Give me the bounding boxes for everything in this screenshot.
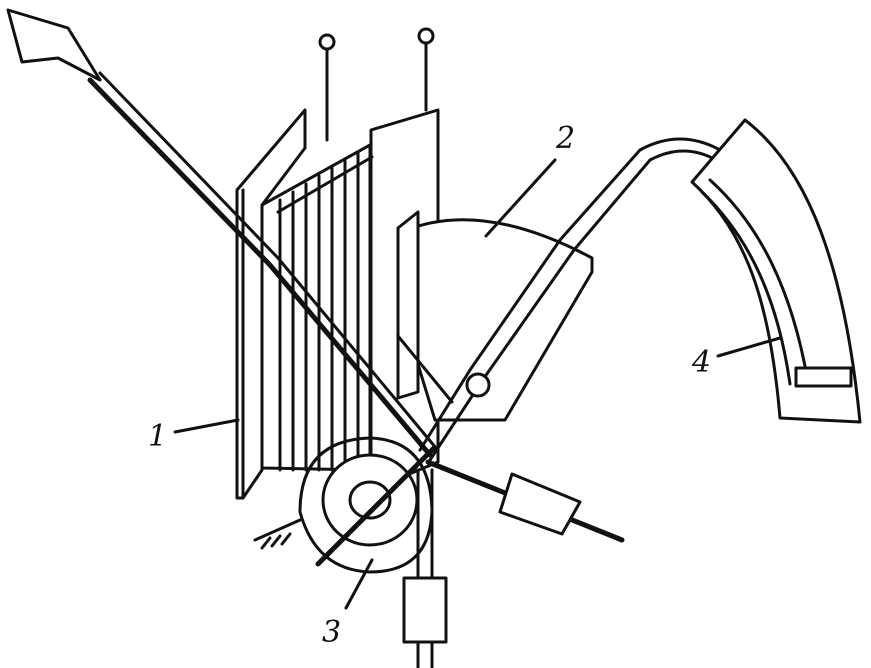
label-coil: 1 (148, 419, 168, 454)
counterweight-rod (425, 459, 625, 543)
damper-sector (396, 210, 594, 422)
coil-winding-stack (260, 143, 374, 472)
leader-line-3 (344, 558, 374, 610)
scale-plate (690, 118, 862, 424)
leader-line-1 (173, 418, 240, 434)
label-scale: 4 (692, 345, 712, 380)
terminal-left (318, 33, 336, 142)
coil-front-plate (235, 108, 307, 500)
leader-line-4 (716, 336, 782, 358)
label-damper-sector: 2 (556, 121, 576, 156)
label-spring: 3 (322, 615, 342, 650)
terminal-right (417, 27, 435, 112)
pointer-shaft (6, 8, 438, 458)
lower-stem (402, 468, 448, 668)
leader-line-2 (484, 158, 557, 238)
